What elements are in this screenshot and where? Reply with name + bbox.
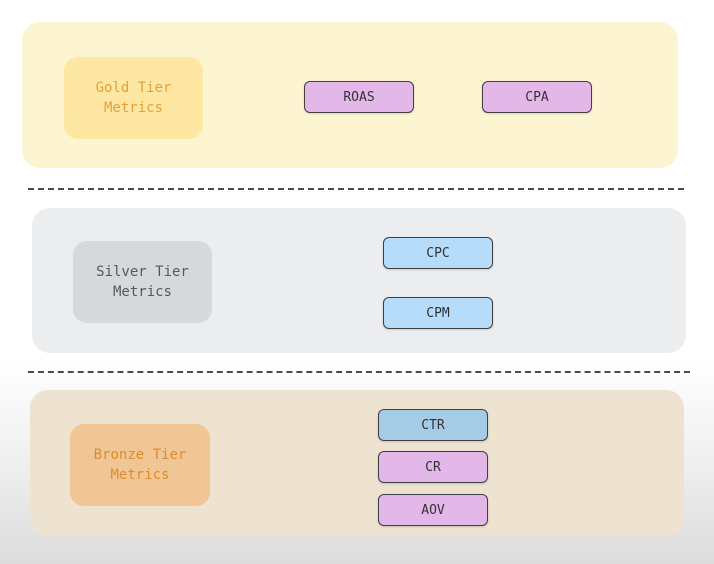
metric-cpa: CPA bbox=[482, 81, 592, 113]
metric-ctr: CTR bbox=[378, 409, 488, 441]
silver-tier-label-line1: Silver Tier bbox=[96, 264, 189, 280]
silver-tier-label-line2: Metrics bbox=[112, 284, 172, 300]
bronze-tier-label-line1: Bronze Tier bbox=[93, 447, 187, 463]
metric-cpc: CPC bbox=[383, 237, 493, 269]
bronze-tier-label: Bronze Tier Metrics bbox=[70, 424, 210, 506]
gold-tier-label-line2: Metrics bbox=[103, 100, 163, 116]
bronze-tier-label-line2: Metrics bbox=[110, 467, 170, 483]
gold-tier-label: Gold Tier Metrics bbox=[64, 57, 203, 139]
silver-tier-label: Silver Tier Metrics bbox=[73, 241, 212, 323]
metric-cpm: CPM bbox=[383, 297, 493, 329]
metric-cr: CR bbox=[378, 451, 488, 483]
metric-aov: AOV bbox=[378, 494, 488, 526]
metric-roas: ROAS bbox=[304, 81, 414, 113]
tier-divider-gold-silver bbox=[28, 188, 684, 190]
tier-divider-silver-bronze bbox=[28, 371, 690, 373]
gold-tier-label-line1: Gold Tier bbox=[95, 80, 172, 96]
